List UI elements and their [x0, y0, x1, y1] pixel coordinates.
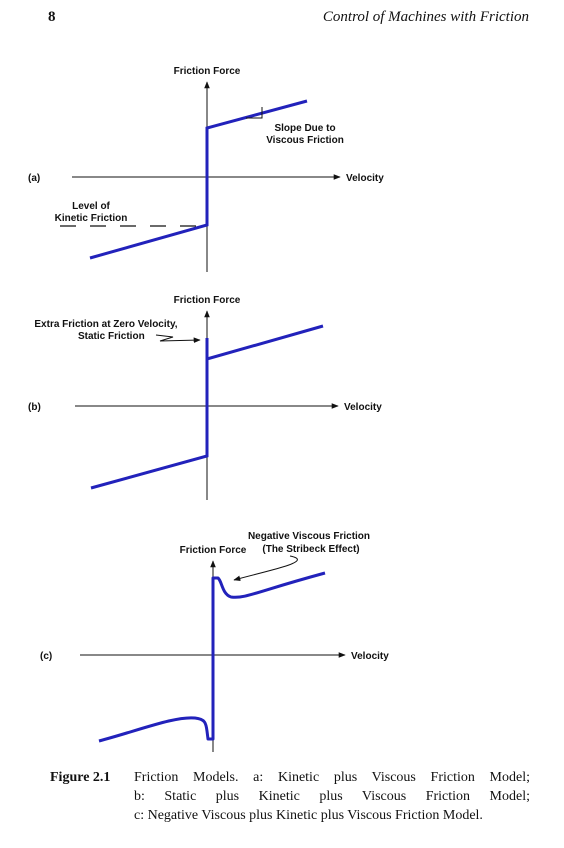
figure-caption-line-2: b: Static plus Kinetic plus Viscous Fric…: [134, 789, 530, 804]
panel-c-x-axis-label: Velocity: [351, 651, 389, 662]
panel-b-x-axis-label: Velocity: [344, 402, 382, 413]
panel-b-annotation-static-line2: Static Friction: [78, 331, 145, 342]
panel-a-annotation-kinetic-line1: Level of: [72, 201, 110, 212]
page-number: 8: [48, 9, 56, 25]
panel-c-y-axis-label: Friction Force: [180, 545, 247, 556]
panel-c: (c) Friction Force Velocity Negative Vis…: [40, 531, 389, 752]
friction-models-figure: (a) Friction Force Velocity Slope Due to…: [28, 66, 389, 752]
panel-b-friction-curve: [90, 324, 324, 490]
panel-b-annotation-static-line1: Extra Friction at Zero Velocity,: [34, 319, 177, 330]
panel-c-annotation-stribeck-line1: Negative Viscous Friction: [248, 531, 370, 542]
panel-b: (b) Friction Force Velocity Extra Fricti…: [28, 295, 382, 500]
panel-a-tag: (a): [28, 173, 40, 184]
panel-b-y-axis-label: Friction Force: [174, 295, 241, 306]
panel-c-friction-curve: [98, 571, 326, 743]
panel-b-static-arrow: [155, 334, 201, 343]
panel-a-annotation-viscous-line1: Slope Due to: [274, 123, 335, 134]
panel-a-annotation-viscous-line2: Viscous Friction: [266, 135, 344, 146]
panel-a-x-axis-label: Velocity: [346, 173, 384, 184]
panel-b-tag: (b): [28, 402, 41, 413]
panel-a-y-axis-label: Friction Force: [174, 66, 241, 77]
panel-a-friction-curve: [89, 99, 308, 260]
figure-caption-label: Figure 2.1: [50, 770, 111, 785]
figure-caption-line-3: c: Negative Viscous plus Kinetic plus Vi…: [134, 808, 483, 823]
panel-a-slope-indicator: [246, 107, 263, 119]
panel-c-tag: (c): [40, 651, 52, 662]
panel-c-stribeck-arrow: [233, 555, 298, 582]
panel-a: (a) Friction Force Velocity Slope Due to…: [28, 66, 384, 272]
panel-a-annotation-kinetic-line2: Kinetic Friction: [55, 213, 128, 224]
panel-c-annotation-stribeck-line2: (The Stribeck Effect): [262, 544, 359, 555]
figure-caption-line-1: Friction Models. a: Kinetic plus Viscous…: [134, 770, 530, 785]
figure-caption-body: Friction Models. a: Kinetic plus Viscous…: [134, 768, 530, 825]
running-head: Control of Machines with Friction: [322, 9, 529, 25]
